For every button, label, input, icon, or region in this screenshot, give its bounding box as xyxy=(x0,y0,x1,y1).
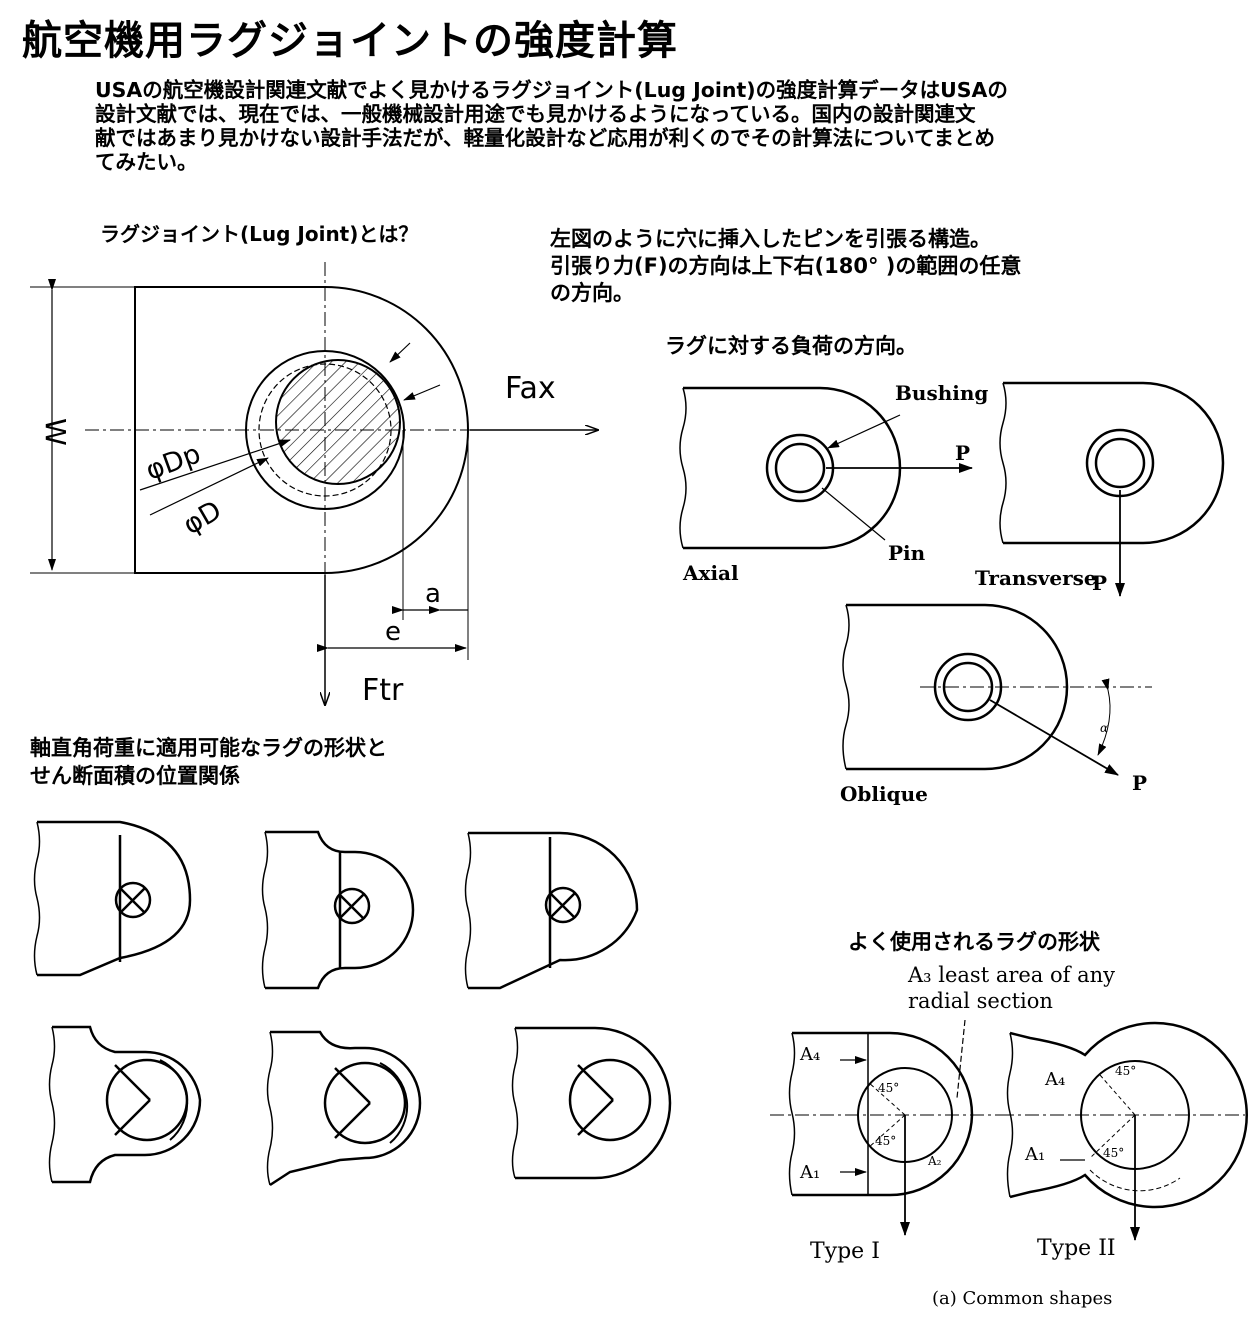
a3-note-line: A₃ least area of any xyxy=(907,963,1115,987)
p-label-transverse: P xyxy=(1092,571,1107,595)
lug-joint-heading: ラグジョイント(Lug Joint)とは？ xyxy=(100,222,419,246)
deg45-label: 45° xyxy=(875,1134,896,1148)
lug-shape-4 xyxy=(48,1025,202,1184)
page-title: 航空機用ラグジョイントの強度計算 xyxy=(22,18,678,64)
oblique-lug xyxy=(842,603,1152,776)
transverse-lug xyxy=(999,381,1225,597)
intro-paragraph: USAの航空機設計関連文献でよく見かけるラグジョイント(Lug Joint)の強… xyxy=(95,78,1185,174)
pin-hatched-circle xyxy=(275,359,401,485)
type-1-lug xyxy=(770,1019,1000,1236)
desc-line: の方向。 xyxy=(550,281,634,305)
a2-label: A₂ xyxy=(927,1154,942,1168)
ftr-label: Ftr xyxy=(362,673,404,708)
axial-label: Axial xyxy=(682,561,739,585)
shapes-heading-line: せん断面積の位置関係 xyxy=(30,764,240,788)
intro-line: 献ではあまり見かけない設計手法だが、軽量化設計など応用が利くのでその計算法につい… xyxy=(95,126,995,150)
e-label: e xyxy=(385,617,401,647)
intro-line: てみたい。 xyxy=(95,150,198,174)
lug-shape-5 xyxy=(266,1030,422,1187)
deg45-label: 45° xyxy=(1115,1064,1136,1078)
alpha-label: α xyxy=(1100,721,1108,735)
p-label-oblique: P xyxy=(1132,771,1147,795)
desc-line: 引張り力(F)の方向は上下右(180° )の範囲の任意 xyxy=(550,254,1022,278)
a4-label-type1: A₄ xyxy=(799,1044,820,1065)
a-label: a xyxy=(425,579,441,609)
shapes-heading-line: 軸直角荷重に適用可能なラグの形状と xyxy=(30,736,387,760)
lug-joint-description: 左図のように穴に挿入したピンを引張る構造。 引張り力(F)の方向は上下右(180… xyxy=(550,226,1021,307)
pin-label: Pin xyxy=(888,541,926,565)
intro-line: USAの航空機設計関連文献でよく見かけるラグジョイント(Lug Joint)の強… xyxy=(95,78,1008,102)
common-shapes-heading: よく使用されるラグの形状 xyxy=(848,930,1100,954)
lug-shape-6 xyxy=(511,1026,672,1180)
lug-shape-3 xyxy=(464,831,639,990)
w-label: W xyxy=(39,418,72,446)
type-2-lug xyxy=(1000,1021,1248,1241)
common-shapes-caption: (a) Common shapes xyxy=(932,1288,1112,1309)
load-direction-heading: ラグに対する負荷の方向。 xyxy=(665,334,917,358)
lug-shape-2 xyxy=(261,830,415,990)
bushing-label: Bushing xyxy=(895,381,988,405)
a1-label-type1: A₁ xyxy=(799,1162,820,1183)
lug-shape-1 xyxy=(33,820,192,977)
fax-label: Fax xyxy=(505,371,556,406)
type-1-label: Type I xyxy=(810,1239,880,1264)
transverse-label: Transverse xyxy=(975,566,1097,590)
oblique-label: Oblique xyxy=(840,782,928,806)
a3-note-line: radial section xyxy=(908,989,1053,1013)
shapes-heading: 軸直角荷重に適用可能なラグの形状と せん断面積の位置関係 xyxy=(30,734,387,790)
deg45-label: 45° xyxy=(878,1081,899,1095)
a1-label-type2: A₁ xyxy=(1024,1144,1045,1165)
axial-lug xyxy=(679,386,973,550)
p-label-axial: P xyxy=(955,441,970,465)
a4-label-type2: A₄ xyxy=(1044,1069,1065,1090)
type-2-label: Type II xyxy=(1037,1236,1116,1261)
desc-line: 左図のように穴に挿入したピンを引張る構造。 xyxy=(550,227,991,251)
intro-line: 設計文献では、現在では、一般機械設計用途でも見かけるようになっている。国内の設計… xyxy=(95,102,976,126)
deg45-label: 45° xyxy=(1103,1146,1124,1160)
